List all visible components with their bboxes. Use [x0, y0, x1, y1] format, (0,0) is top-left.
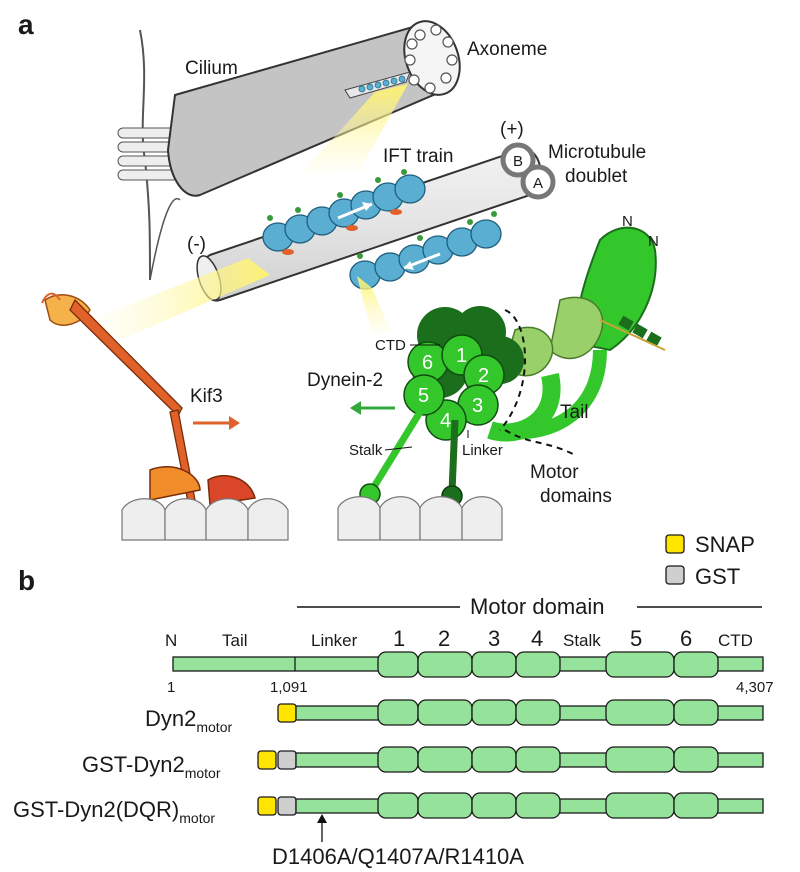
panel-a-letter: a: [18, 9, 34, 40]
header-stalk: Stalk: [563, 631, 601, 650]
zoom-beam-axoneme: [300, 84, 408, 175]
header-domain-6: 6: [680, 626, 692, 651]
position-end: 4,307: [736, 679, 774, 696]
header-ctd: CTD: [718, 631, 753, 650]
panel-b-letter: b: [18, 565, 35, 596]
linker-label: Linker: [462, 442, 503, 459]
stalk-label: Stalk: [349, 442, 383, 459]
header-tail: Tail: [222, 631, 248, 650]
mutation-label: D1406A/Q1407A/R1410A: [272, 844, 524, 869]
ctd-label: CTD: [375, 337, 406, 354]
kif3-motor: [41, 292, 256, 506]
legend-snap-label: SNAP: [695, 532, 755, 557]
doublet-label: doublet: [565, 166, 628, 187]
tubule-b-label: B: [513, 153, 523, 170]
aaa-4-label: 4: [440, 410, 451, 432]
motor-label: Motor: [530, 462, 579, 483]
n-terminus-1: N: [622, 213, 633, 230]
dynein2-complex: [359, 226, 666, 507]
gst-tag-2: [277, 750, 297, 770]
tubulin-lattice-left: [121, 498, 289, 541]
construct-dyn2-motor: Dyn2motor: [145, 706, 232, 735]
tail-label: Tail: [560, 402, 589, 423]
construct-gst-dyn2-dqr-motor: GST-Dyn2(DQR)motor: [13, 797, 215, 826]
n-terminus-2: N: [648, 233, 659, 250]
ift-train-label: IFT train: [383, 146, 453, 167]
aaa-3-label: 3: [472, 395, 483, 417]
legend-snap-swatch: [665, 534, 685, 554]
ift-train-upper: [262, 169, 426, 255]
plus-end-label: (+): [500, 119, 524, 140]
dynein2-label: Dynein-2: [307, 370, 383, 391]
microtubule-label: Microtubule: [548, 142, 646, 163]
ift-in-axoneme: [358, 75, 406, 93]
legend-gst-label: GST: [695, 564, 740, 589]
tubule-a: [520, 164, 556, 200]
motor-domain-title: Motor domain: [470, 594, 605, 619]
header-domain-3: 3: [488, 626, 500, 651]
header-linker: Linker: [311, 631, 358, 650]
minus-end-label: (-): [187, 234, 206, 255]
header-domain-4: 4: [531, 626, 543, 651]
legend: SNAP GST: [665, 532, 755, 589]
dyn2-motor-schematic: [277, 699, 764, 726]
tubule-a-label: A: [533, 175, 543, 192]
aaa-2-label: 2: [478, 365, 489, 387]
position-start: 1: [167, 679, 175, 696]
snap-tag-1: [277, 703, 297, 723]
domain-1: [377, 651, 419, 678]
header-n: N: [165, 631, 177, 650]
domain-2: [417, 651, 473, 678]
axoneme-label: Axoneme: [467, 39, 547, 60]
axoneme-doublets: [404, 24, 458, 94]
kif3-label: Kif3: [190, 386, 223, 407]
snap-tag-2: [257, 750, 277, 770]
membrane-line-2: [149, 197, 181, 281]
gst-dyn2-dqr-motor-schematic: [257, 792, 764, 819]
position-motor-start: 1,091: [270, 679, 308, 696]
tubulin-lattice-right: [337, 496, 503, 541]
header-domain-1: 1: [393, 626, 405, 651]
domain-5: [605, 651, 675, 678]
aaa-1-label: 1: [456, 345, 467, 367]
domain-4: [515, 651, 561, 678]
aaa-6-label: 6: [422, 352, 433, 374]
ift-train-lower: [349, 211, 502, 290]
header-domain-2: 2: [438, 626, 450, 651]
cilium-membrane-line: [139, 29, 151, 281]
tubule-b: [500, 142, 536, 178]
domains-label: domains: [540, 486, 612, 507]
construct-gst-dyn2-motor: GST-Dyn2motor: [82, 752, 221, 781]
snap-tag-3: [257, 796, 277, 816]
cilium-label: Cilium: [185, 58, 238, 79]
gst-tag-3: [277, 796, 297, 816]
zoom-beam-dynein: [357, 276, 390, 335]
zoom-beam-kinesin: [90, 258, 270, 340]
full-length-dynein2: [172, 651, 764, 678]
header-domain-5: 5: [630, 626, 642, 651]
gst-dyn2-motor-schematic: [257, 746, 764, 773]
legend-gst-swatch: [665, 565, 685, 585]
aaa-labels: 6 1 2 3 4 5: [418, 345, 489, 432]
domain-3: [471, 651, 517, 678]
aaa-5-label: 5: [418, 385, 429, 407]
domain-6: [673, 651, 719, 678]
